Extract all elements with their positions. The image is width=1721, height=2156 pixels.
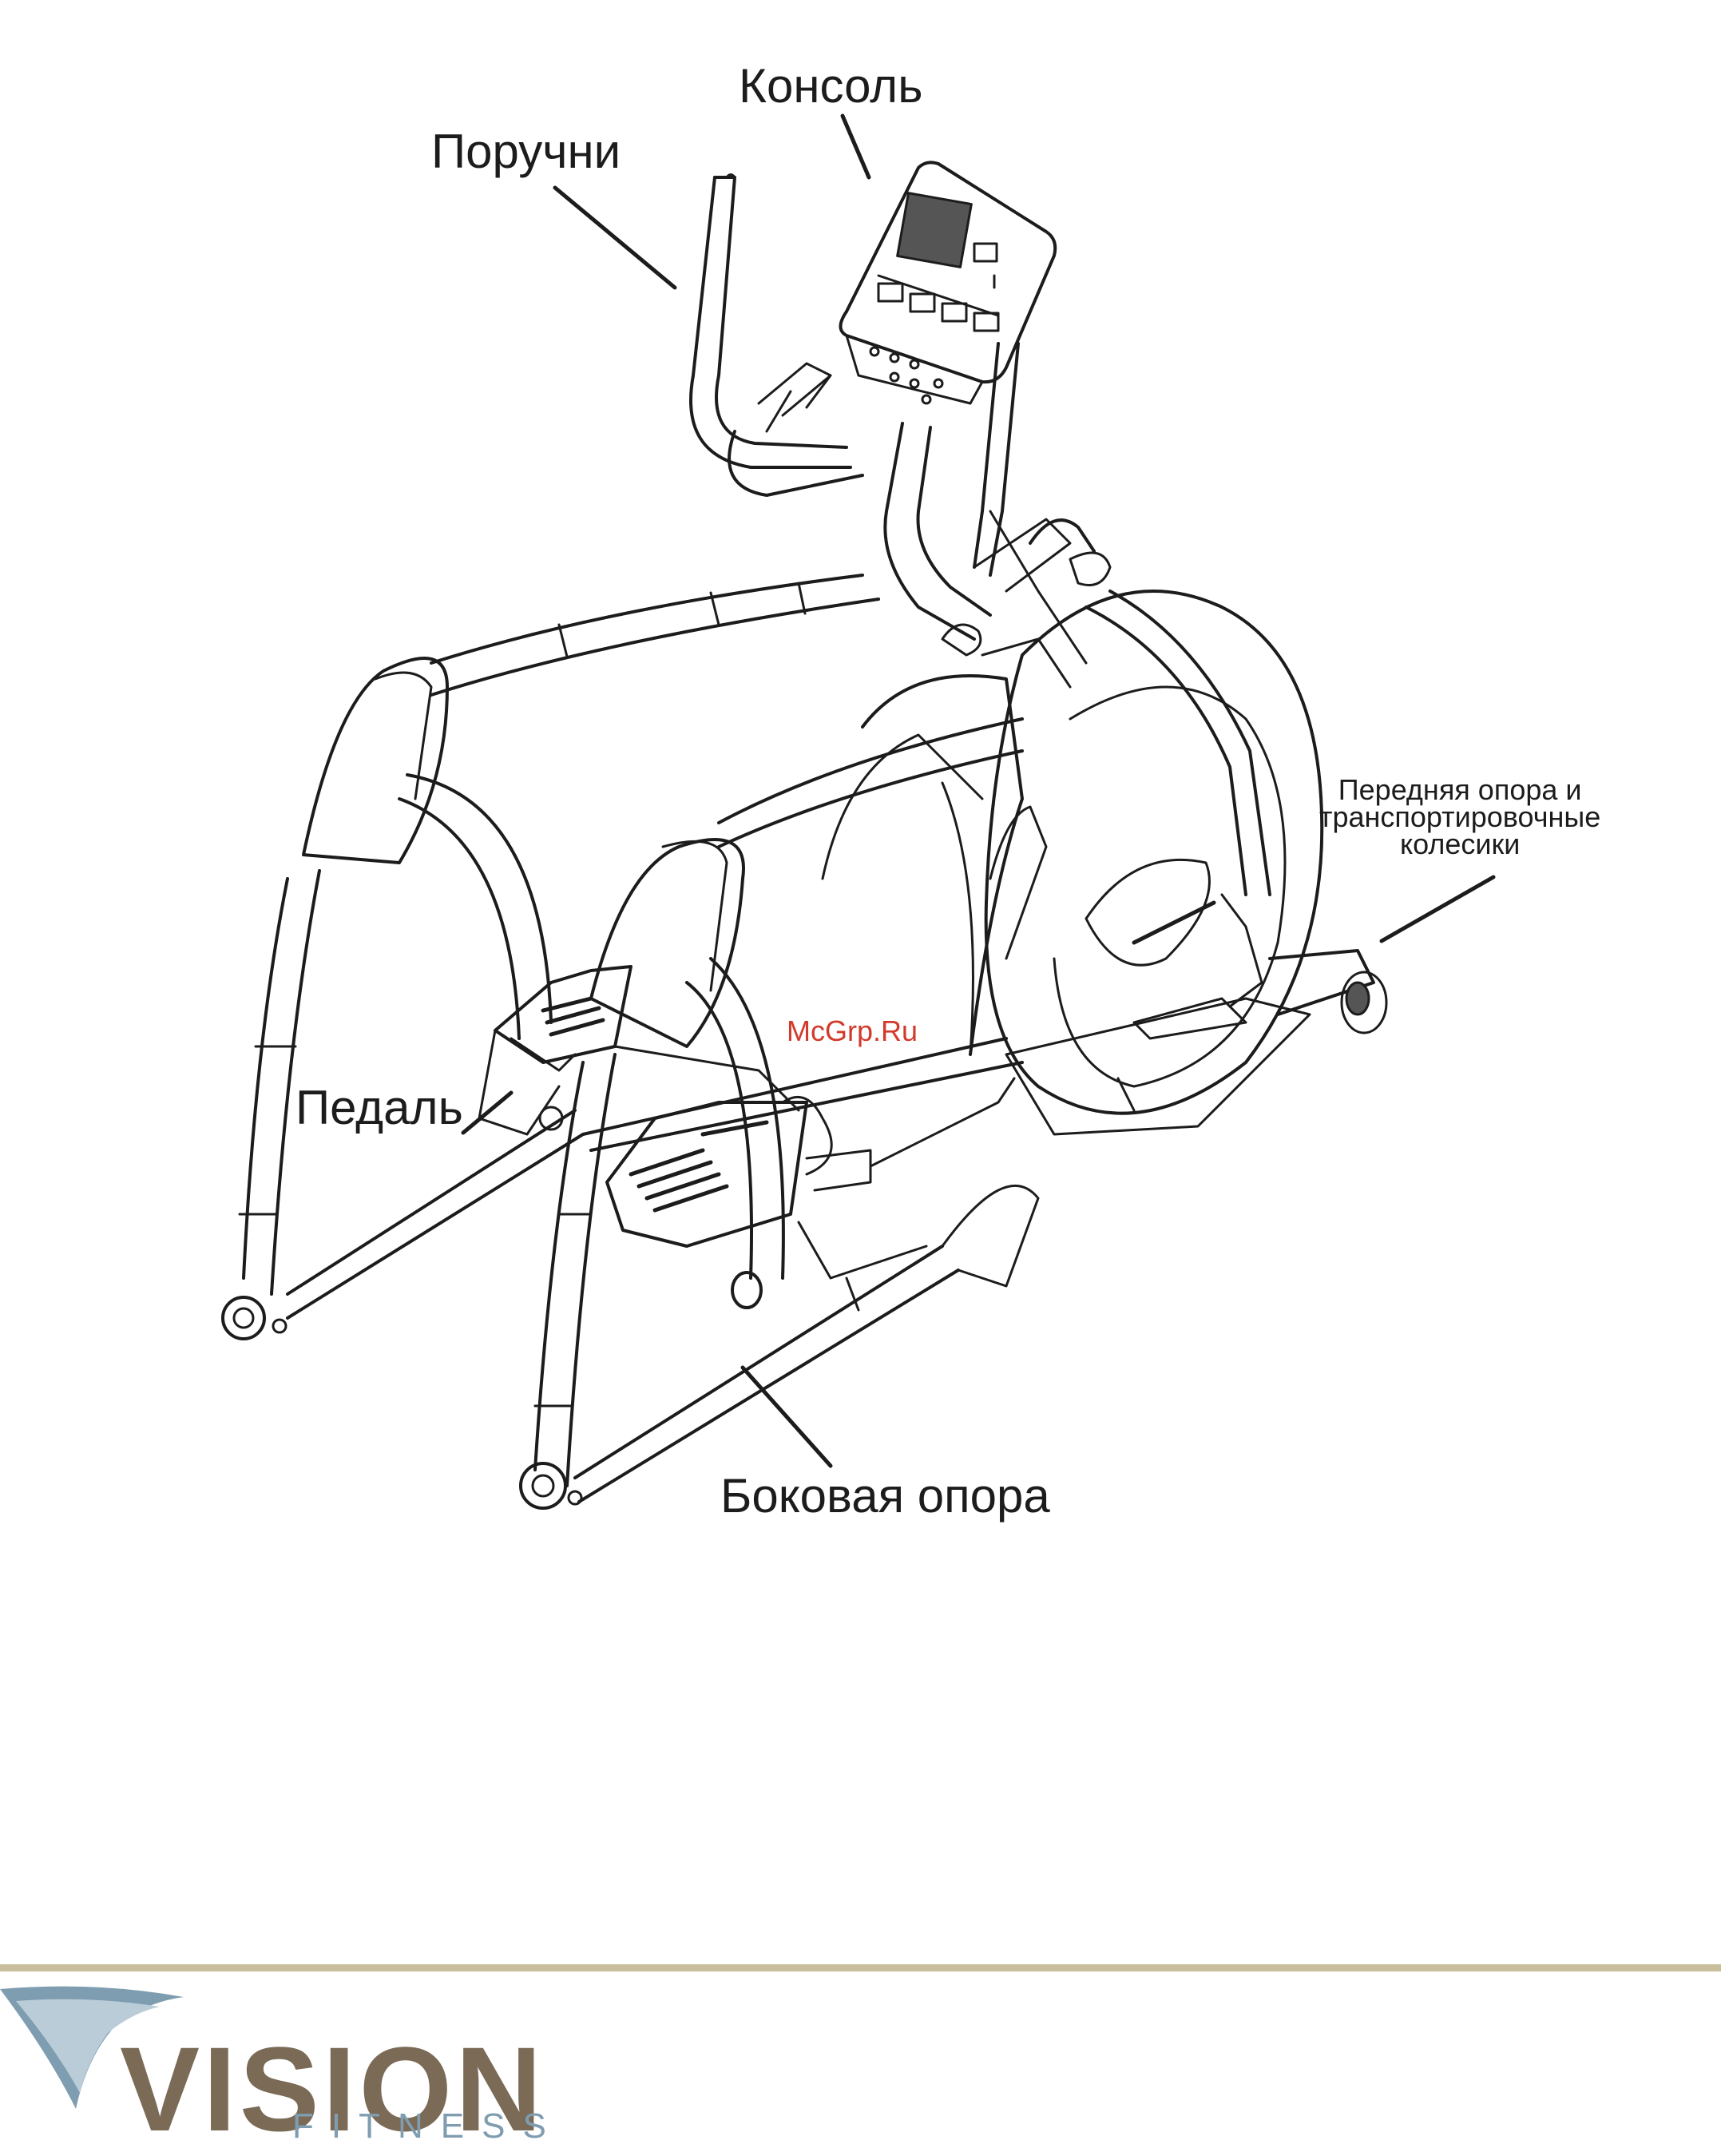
front-support-leader bbox=[1382, 877, 1493, 941]
handrails-leader bbox=[555, 188, 675, 288]
column bbox=[885, 343, 1110, 687]
label-side-support: Боковая опора bbox=[720, 1468, 1050, 1523]
label-handrails: Поручни bbox=[431, 124, 621, 179]
label-front-support: Передняя опора и транспортировочные коле… bbox=[1319, 776, 1600, 858]
label-front-support-line-2: транспортировочные bbox=[1319, 804, 1600, 831]
right-arm bbox=[1086, 591, 1270, 1038]
label-front-support-line-1: Передняя опора и bbox=[1319, 776, 1600, 804]
side-support-leader bbox=[743, 1368, 831, 1466]
label-pedal: Педаль bbox=[295, 1080, 463, 1135]
label-front-support-line-3: колесики bbox=[1319, 831, 1600, 858]
watermark: McGrp.Ru bbox=[787, 1014, 918, 1048]
console-leader bbox=[843, 116, 869, 177]
pedal-arms bbox=[479, 1030, 1014, 1278]
logo-subtitle: FITNESS bbox=[292, 2109, 564, 2144]
left-rear-support bbox=[223, 658, 583, 1339]
footer-rule bbox=[0, 1964, 1721, 1971]
main-frame bbox=[431, 575, 1310, 1150]
handrail bbox=[691, 175, 862, 496]
console bbox=[841, 162, 1056, 403]
label-console: Консоль bbox=[739, 58, 922, 113]
